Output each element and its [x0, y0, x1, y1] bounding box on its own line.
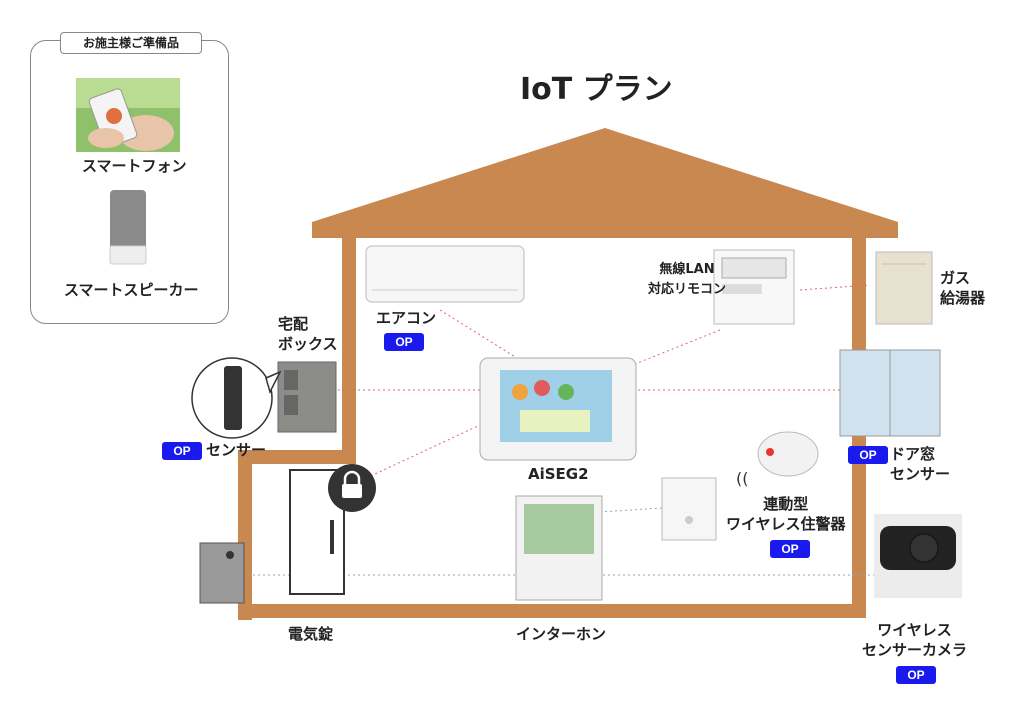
camera-image [874, 514, 962, 598]
door-window-op-badge: OP [848, 446, 888, 464]
aiseg-label: AiSEG2 [528, 465, 589, 483]
remote-label: 無線LAN 対応リモコン [648, 262, 727, 297]
aircon-image [365, 245, 525, 303]
smoke-alarm-image: (( [736, 431, 819, 488]
camera-op-badge: OP [896, 666, 936, 684]
svg-text:((: (( [736, 469, 748, 488]
camera-label: ワイヤレス センサーカメラ [862, 621, 968, 659]
door-window-label: ドア窓 センサー [890, 445, 951, 483]
sensor-bubble [191, 357, 282, 439]
smart-speaker-image [109, 190, 147, 265]
intercom-label: インターホン [516, 625, 607, 643]
plan-title: IoT プラン [520, 72, 673, 107]
smartphone-label: スマートフォン [82, 157, 187, 175]
door-window-image [839, 349, 941, 437]
electric-lock-label: 電気錠 [288, 625, 334, 643]
smart-speaker-label: スマートスピーカー [64, 281, 199, 299]
house-left-wall [342, 238, 356, 456]
smoke-alarm-op-badge: OP [770, 540, 810, 558]
electric-lock-door [289, 464, 376, 595]
sensor-label: センサー [206, 441, 267, 459]
gas-heater-image [875, 251, 933, 325]
remote-image [713, 249, 795, 325]
intercom-monitor-image [515, 495, 603, 601]
house-roof [312, 128, 898, 238]
sensor-op-badge: OP [162, 442, 202, 460]
aircon-op-badge: OP [384, 333, 424, 351]
smoke-alarm-label: 連動型 ワイヤレス住警器 [726, 495, 846, 533]
gas-heater-label: ガス 給湯器 [940, 269, 986, 307]
smartphone-image [76, 78, 180, 152]
delivery-box-label: 宅配 ボックス [278, 315, 338, 353]
house-floor [238, 604, 866, 618]
aircon-label: エアコン [376, 309, 437, 327]
intercom-outdoor-image [199, 542, 245, 604]
wall-unit-image [661, 477, 717, 541]
owner-items-title: お施主様ご準備品 [60, 32, 202, 54]
delivery-box-image [277, 361, 337, 433]
aiseg-image [479, 357, 637, 461]
house-step [238, 450, 356, 464]
